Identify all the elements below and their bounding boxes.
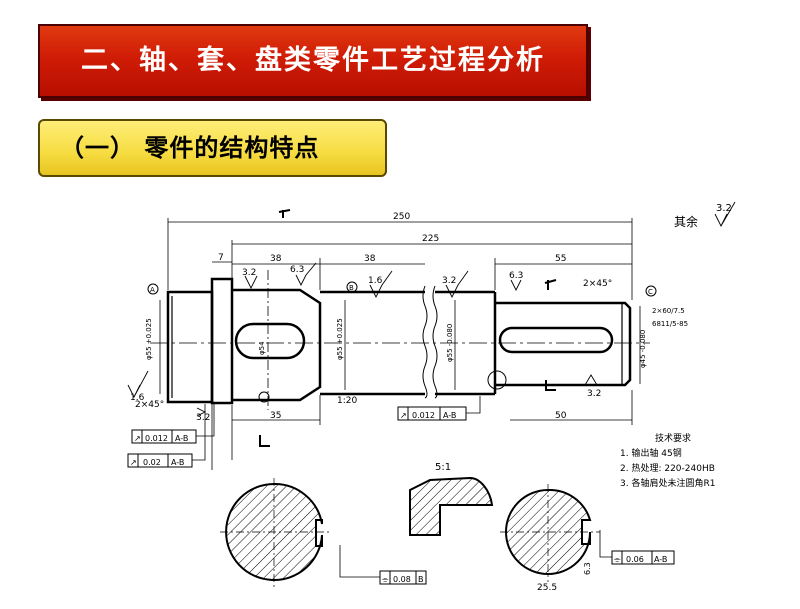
roughness-7: 3.2 [196,413,210,423]
section-subtitle: （一） 零件的结构特点 [38,119,387,177]
keyway-note-2: 6811/5-85 [652,320,688,328]
dim-length-38a: 38 [270,254,282,264]
fcf-runout-1-value: 0.012 [145,434,168,443]
break-lines [422,285,438,399]
dim-length-38b: 38 [364,254,376,264]
tech-req-item-1: 1. 输出轴 45钢 [620,447,682,459]
chamfer-left: 2×45° [135,400,164,410]
dim-total-length: 250 [393,212,410,222]
dim-length-7: 7 [218,253,224,263]
roughness-3: 1.6 [368,276,383,286]
roughness-5: 6.3 [509,271,523,281]
roughness-1: 3.2 [242,268,256,278]
tech-req-item-3: 3. 各轴肩处未注圆角R1 [620,477,715,489]
dim-length-55: 55 [555,254,566,264]
dimension-lines [159,218,641,470]
fcf-sym-2-value: 0.06 [626,555,644,564]
datum-b-label: B [349,284,354,292]
roughness-note-prefix: 其余 [674,214,698,229]
roughness-left-end: 1.6 [130,393,145,403]
dia-1: φ55 +0.025 [145,318,153,360]
fcf-runout-3-datum: A-B [443,411,456,420]
slide-title: 二、轴、套、盘类零件工艺过程分析 [38,24,588,98]
dim-length-50: 50 [555,411,567,421]
section-view-left [220,478,330,588]
datum-a-label: A [150,286,155,294]
section-markers [259,209,557,447]
dim-length-225: 225 [422,234,439,244]
dia-5: φ54 [258,341,266,355]
fcf-runout-3-value: 0.012 [412,411,435,420]
tech-req-item-2: 2. 热处理: 220-240HB [620,462,715,474]
roughness-6: 3.2 [587,389,601,399]
chamfer-right: 2×45° [583,279,612,289]
dia-2: φ55 +0.025 [336,318,344,360]
keyway-left [234,322,306,360]
fcf-runout-2-datum: A-B [171,458,184,467]
dim-length-35: 35 [270,411,281,421]
fcf-sym-2-datum: A-B [654,555,667,564]
roughness-symbols [127,201,736,417]
fcf-runout-1-symbol: ↗ [134,434,141,443]
fcf-sym-1-symbol: ⌯ [382,575,389,584]
fcf-runout-2-value: 0.02 [143,458,161,467]
fcf-runout-2-symbol: ↗ [130,458,137,467]
roughness-4: 3.2 [442,276,456,286]
taper-ratio: 1:20 [337,396,357,406]
keyway-note-1: 2×60/7.5 [652,307,685,315]
keyway-right [498,326,614,354]
dia-4: φ45 -0.080 [639,330,647,368]
tech-requirements: 技术要求 1. 输出轴 45钢 2. 热处理: 220-240HB 3. 各轴肩… [620,432,715,489]
datum-c-label: C [648,288,653,296]
section-scale: 5:1 [435,462,451,473]
section-view-detail [409,476,494,536]
shaft-outline [166,277,632,405]
section-dim-2: 6.3 [583,562,592,575]
fcf-sym-2-symbol: ⌯ [614,555,621,564]
datum-markers [147,281,657,403]
dia-3: φ55 -0.080 [446,324,454,362]
roughness-note-value: 3.2 [716,203,732,214]
section-view-right [500,484,600,582]
fcf-runout-1-datum: A-B [175,434,188,443]
section-dim-1: 25.5 [537,583,557,593]
fcf-sym-1-value: 0.08 [393,575,411,584]
fcf-runout-3-symbol: ↗ [400,411,407,420]
fcf-sym-1-datum: B [418,575,424,584]
roughness-2: 6.3 [290,265,304,275]
dimension-texts: 250 225 7 38 38 55 35 50 2×45° 2×45° 1:2… [130,212,688,593]
tech-req-heading: 技术要求 [655,432,691,444]
tolerance-frames [127,406,675,585]
